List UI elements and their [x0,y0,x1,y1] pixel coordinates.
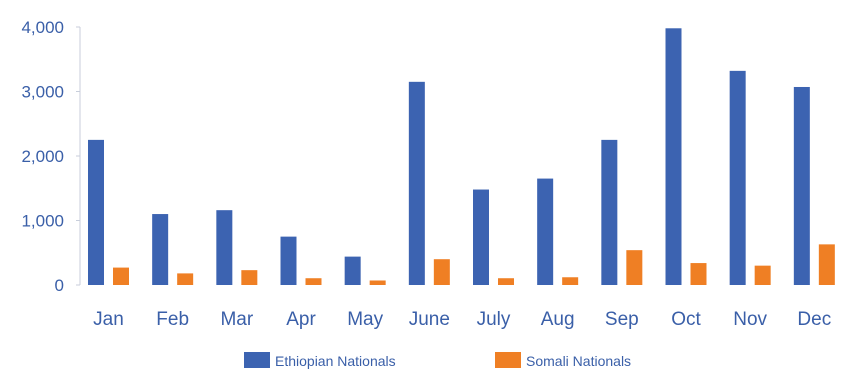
bar-ethiopian-nationals-aug [537,178,554,285]
bar-somali-nationals-mar [241,270,258,285]
x-tick-label: Jan [93,309,124,330]
x-tick-label: Apr [286,309,316,330]
x-tick-label: Nov [733,309,767,330]
bar-ethiopian-nationals-dec [793,86,810,285]
bar-ethiopian-nationals-june [408,81,425,285]
y-tick-label: 0 [55,276,64,295]
bar-ethiopian-nationals-jan [88,139,104,285]
y-axis: 4,000 3,000 2,000 1,000 0 [21,18,81,295]
y-tick-label: 4,000 [21,18,64,37]
bar-ethiopian-nationals-may [344,256,361,285]
legend: Ethiopian Nationals Somali Nationals [244,352,631,369]
y-tick-label: 3,000 [21,83,64,102]
x-tick-label: Oct [671,309,701,330]
x-tick-label: Aug [541,309,575,330]
x-tick-label: Feb [156,309,189,330]
bar-somali-nationals-july [498,278,514,285]
bar-ethiopian-nationals-sep [601,139,618,285]
bar-ethiopian-nationals-mar [216,210,233,285]
bar-somali-nationals-feb [177,273,194,285]
bar-somali-nationals-june [433,259,450,285]
y-tick-label: 2,000 [21,147,64,166]
bar-somali-nationals-aug [562,277,579,285]
legend-label: Somali Nationals [526,353,631,369]
x-tick-label: Mar [220,309,253,330]
bar-ethiopian-nationals-oct [665,28,682,285]
bar-somali-nationals-apr [305,278,322,285]
bar-ethiopian-nationals-july [473,189,489,285]
x-tick-label: Sep [605,309,639,330]
x-tick-label: May [347,309,383,330]
bar-somali-nationals-oct [690,263,707,285]
bar-somali-nationals-may [369,280,386,285]
x-tick-label: July [477,309,511,330]
legend-label: Ethiopian Nationals [275,353,396,369]
bar-somali-nationals-jan [113,267,129,285]
bar-somali-nationals-sep [626,250,643,285]
bar-somali-nationals-nov [754,265,771,285]
bars [88,28,835,285]
x-axis: Jan Feb Mar Apr May June July Aug Sep Oct Nov Dec [93,309,831,330]
bar-somali-nationals-dec [818,244,835,285]
legend-swatch [495,352,521,368]
x-tick-label: Dec [797,309,831,330]
legend-swatch [244,352,270,368]
bar-ethiopian-nationals-nov [729,70,746,285]
y-tick-label: 1,000 [21,212,64,231]
x-tick-label: June [409,309,450,330]
bar-ethiopian-nationals-feb [152,214,169,285]
bar-ethiopian-nationals-apr [280,236,297,285]
